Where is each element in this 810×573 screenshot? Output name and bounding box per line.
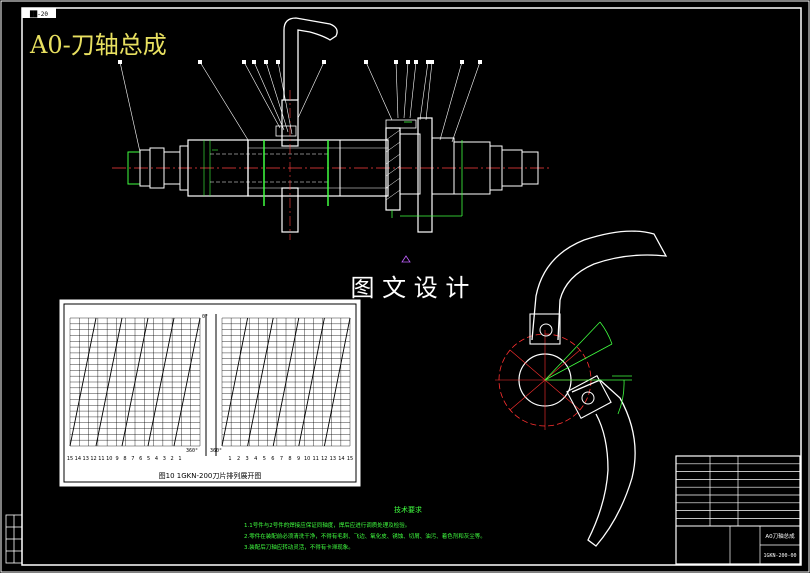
chart-tick-right: 4: [254, 456, 257, 462]
chart-tick-left: 12: [90, 456, 96, 462]
chart-tick-left: 11: [98, 456, 104, 462]
title-block-drawing-no: 1GKN-200-00: [763, 553, 796, 559]
watermark-text: 图 文 设 计: [351, 274, 470, 302]
title-block: [675, 455, 801, 565]
tech-req-line-2: 2.零件在装配前必须清洗干净，不得有毛刺、飞边、氧化皮、锈蚀、切屑、油污、着色剂…: [244, 532, 486, 540]
tech-req-line-3: 3.装配后刀轴应转动灵活，不得有卡滞现象。: [244, 543, 354, 551]
sheet-title: A0-刀轴总成: [29, 31, 167, 59]
chart-tick-right: 5: [263, 456, 266, 462]
chart-tick-right: 7: [280, 456, 283, 462]
chart-tick-left: 1: [178, 456, 181, 462]
chart-grid-left: [69, 317, 201, 447]
chart-tick-left: 15: [67, 456, 73, 462]
chart-tick-right: 8: [288, 456, 291, 462]
blade-detail: [495, 230, 668, 547]
chart-tick-left: 14: [75, 456, 81, 462]
tech-req-line-1: 1.1号件与2号件的焊接应保证同轴度，焊后应进行调质处理及检验。: [244, 521, 410, 529]
chart-tick-left: 3: [163, 456, 166, 462]
chart-tick-right: 13: [330, 456, 336, 462]
corner-code: ██-20: [29, 10, 48, 18]
shaft-assembly: [112, 17, 552, 240]
leader-lines: [119, 61, 481, 153]
chart-tick-right: 9: [297, 456, 300, 462]
chart-mid-label-a: 360°: [186, 448, 198, 454]
chart-tick-right: 11: [313, 456, 319, 462]
chart-tick-left: 6: [139, 456, 142, 462]
chart-tick-left: 8: [123, 456, 126, 462]
chart-tick-left: 9: [116, 456, 119, 462]
chart-tick-right: 2: [237, 456, 240, 462]
chart-tick-right: 3: [246, 456, 249, 462]
title-block-name: A0刀轴总成: [765, 532, 795, 540]
chart-tick-left: 13: [83, 456, 89, 462]
chart-tick-right: 1: [228, 456, 231, 462]
center-mark: [401, 255, 411, 263]
inner-frame: [21, 7, 802, 566]
corner-code-box: [22, 8, 56, 18]
chart-tick-left: 2: [171, 456, 174, 462]
tech-req-title: 技术要求: [394, 505, 422, 514]
chart-tick-right: 12: [321, 456, 327, 462]
chart-tick-right: 6: [271, 456, 274, 462]
chart-grid-right: [221, 317, 351, 447]
left-margin-strip: [5, 514, 23, 564]
chart-tick-right: 15: [347, 456, 353, 462]
balloon-ticks: [118, 60, 482, 64]
chart-tick-right: 10: [304, 456, 310, 462]
chart-marker-top: 0°: [202, 314, 208, 320]
chart-mid-label-b: 360°: [210, 448, 222, 454]
chart-tick-left: 5: [147, 456, 150, 462]
chart-tick-right: 14: [338, 456, 344, 462]
chart-caption: 图10 1GKN-200刀片排列展开图: [159, 471, 262, 480]
chart-tick-left: 10: [106, 456, 112, 462]
chart-tick-left: 4: [155, 456, 158, 462]
chart-tick-left: 7: [131, 456, 134, 462]
